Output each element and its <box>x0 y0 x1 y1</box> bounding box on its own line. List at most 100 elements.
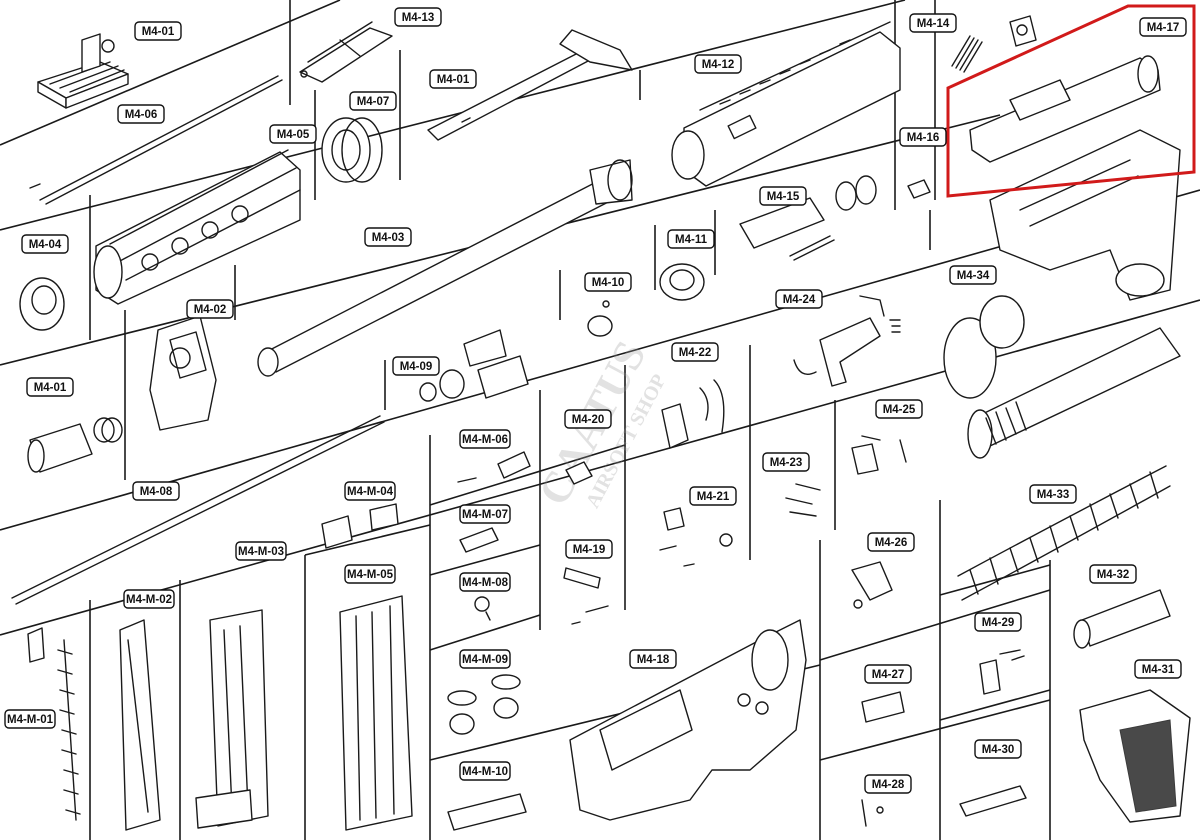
part-label-m4-07[interactable]: M4-07 <box>349 91 397 111</box>
svg-text:M4-15: M4-15 <box>767 191 800 203</box>
part-label-m4-16[interactable]: M4-16 <box>899 127 947 147</box>
part-label-m4-22[interactable]: M4-22 <box>671 342 719 362</box>
part-label-m4-24[interactable]: M4-24 <box>775 289 823 309</box>
hop-bucking-drawing <box>587 300 613 337</box>
part-label-m4-m-08[interactable]: M4-M-08 <box>459 572 511 592</box>
part-label-m4-19[interactable]: M4-19 <box>565 539 613 559</box>
svg-text:M4-14: M4-14 <box>917 18 950 30</box>
svg-text:M4-05: M4-05 <box>277 129 310 141</box>
svg-text:M4-M-09: M4-M-09 <box>462 654 508 666</box>
part-label-m4-12[interactable]: M4-12 <box>694 54 742 74</box>
part-label-m4-15[interactable]: M4-15 <box>759 186 807 206</box>
magazine-body-drawing <box>339 595 413 831</box>
part-label-m4-11[interactable]: M4-11 <box>667 229 715 249</box>
part-label-m4-05[interactable]: M4-05 <box>269 124 317 144</box>
bolt-catch-spring-drawing <box>861 799 884 827</box>
pivot-pin-drawing <box>979 649 1025 695</box>
part-label-m4-m-04[interactable]: M4-M-04 <box>344 481 396 501</box>
part-label-m4-m-06[interactable]: M4-M-06 <box>459 429 511 449</box>
part-label-m4-01-charging[interactable]: M4-01 <box>429 69 477 89</box>
selector-plate-drawing <box>851 435 907 475</box>
spring-pin-drawing <box>951 15 1037 73</box>
part-label-m4-13[interactable]: M4-13 <box>394 7 442 27</box>
part-label-m4-17[interactable]: M4-17 <box>1139 17 1187 37</box>
part-label-m4-08[interactable]: M4-08 <box>132 481 180 501</box>
charging-handle-drawing <box>427 29 633 141</box>
part-label-m4-m-10[interactable]: M4-M-10 <box>459 761 511 781</box>
svg-text:M4-21: M4-21 <box>697 491 730 503</box>
lower-receiver-drawing <box>569 619 807 821</box>
svg-text:M4-34: M4-34 <box>957 270 990 282</box>
mag-button-drawing <box>474 596 491 621</box>
part-label-m4-27[interactable]: M4-27 <box>864 664 912 684</box>
o-rings-drawing <box>447 674 521 735</box>
part-label-m4-m-01[interactable]: M4-M-01 <box>4 709 56 729</box>
bolt-carrier-drawing <box>969 55 1161 163</box>
outer-rod-drawing <box>29 75 283 205</box>
hop-chamber-drawing <box>659 263 705 301</box>
part-label-m4-21[interactable]: M4-21 <box>689 486 737 506</box>
bolt-catch-drawing <box>659 507 733 567</box>
part-label-m4-04[interactable]: M4-04 <box>21 234 69 254</box>
part-label-m4-03[interactable]: M4-03 <box>364 227 412 247</box>
buffer-spring-drawing <box>957 465 1171 601</box>
part-label-m4-m-03[interactable]: M4-M-03 <box>235 541 287 561</box>
front-sight-drawing <box>149 315 217 431</box>
part-label-m4-m-05[interactable]: M4-M-05 <box>344 564 396 584</box>
part-label-m4-m-07[interactable]: M4-M-07 <box>459 504 511 524</box>
part-label-m4-02[interactable]: M4-02 <box>186 299 234 319</box>
inner-barrel-drawing <box>11 415 385 605</box>
part-label-m4-28[interactable]: M4-28 <box>864 774 912 794</box>
part-label-m4-09[interactable]: M4-09 <box>392 356 440 376</box>
dust-cover-drawing <box>299 21 393 83</box>
part-label-m4-06[interactable]: M4-06 <box>117 104 165 124</box>
svg-text:M4-26: M4-26 <box>875 537 908 549</box>
part-label-m4-32[interactable]: M4-32 <box>1089 564 1137 584</box>
svg-text:M4-02: M4-02 <box>194 304 227 316</box>
buffer-tube-drawing <box>943 295 1181 459</box>
part-label-m4-29[interactable]: M4-29 <box>974 612 1022 632</box>
part-label-m4-31[interactable]: M4-31 <box>1134 659 1182 679</box>
part-label-m4-14[interactable]: M4-14 <box>909 13 957 33</box>
part-label-m4-01-sight[interactable]: M4-01 <box>134 21 182 41</box>
magazine-shell-drawing <box>119 619 161 831</box>
upper-receiver-drawing <box>671 21 901 187</box>
svg-text:M4-M-08: M4-M-08 <box>462 577 509 589</box>
part-label-m4-01-flash[interactable]: M4-01 <box>26 377 74 397</box>
part-labels: M4-01 M4-13 M4-01 M4-12 M4-14 M4-17 M4-0… <box>4 7 1187 794</box>
takedown-pin-drawing <box>563 567 609 625</box>
part-label-m4-18[interactable]: M4-18 <box>629 649 677 669</box>
part-label-m4-30[interactable]: M4-30 <box>974 739 1022 759</box>
svg-text:M4-M-02: M4-M-02 <box>126 594 172 606</box>
outer-barrel-drawing <box>257 159 633 377</box>
mag-spring-pin-drawing <box>459 527 499 553</box>
part-label-m4-20[interactable]: M4-20 <box>564 409 612 429</box>
svg-text:M4-01: M4-01 <box>142 26 175 38</box>
part-label-m4-m-09[interactable]: M4-M-09 <box>459 649 511 669</box>
svg-text:M4-03: M4-03 <box>372 232 405 244</box>
part-label-m4-34[interactable]: M4-34 <box>949 265 997 285</box>
svg-text:M4-17: M4-17 <box>1147 22 1180 34</box>
svg-text:M4-08: M4-08 <box>140 486 173 498</box>
mag-follower-drawing <box>321 503 399 549</box>
trigger-set-drawing <box>793 295 901 387</box>
part-label-m4-23[interactable]: M4-23 <box>762 452 810 472</box>
svg-text:M4-01: M4-01 <box>34 382 67 394</box>
svg-text:M4-M-07: M4-M-07 <box>462 509 508 521</box>
mag-catch-drawing <box>457 451 531 483</box>
part-label-m4-m-02[interactable]: M4-M-02 <box>123 589 175 609</box>
part-label-m4-25[interactable]: M4-25 <box>875 399 923 419</box>
part-label-m4-33[interactable]: M4-33 <box>1029 484 1077 504</box>
svg-text:M4-13: M4-13 <box>402 12 435 24</box>
flash-hider-drawing <box>27 417 123 473</box>
selector-lever-drawing <box>851 561 893 609</box>
mag-base-plate-drawing <box>447 793 527 831</box>
svg-text:M4-04: M4-04 <box>29 239 62 251</box>
svg-text:M4-M-06: M4-M-06 <box>462 434 508 446</box>
svg-text:M4-20: M4-20 <box>572 414 605 426</box>
svg-text:M4-24: M4-24 <box>783 294 816 306</box>
part-label-m4-26[interactable]: M4-26 <box>867 532 915 552</box>
part-label-m4-10[interactable]: M4-10 <box>584 272 632 292</box>
svg-text:M4-31: M4-31 <box>1142 664 1175 676</box>
pistol-grip-drawing <box>1079 689 1191 823</box>
